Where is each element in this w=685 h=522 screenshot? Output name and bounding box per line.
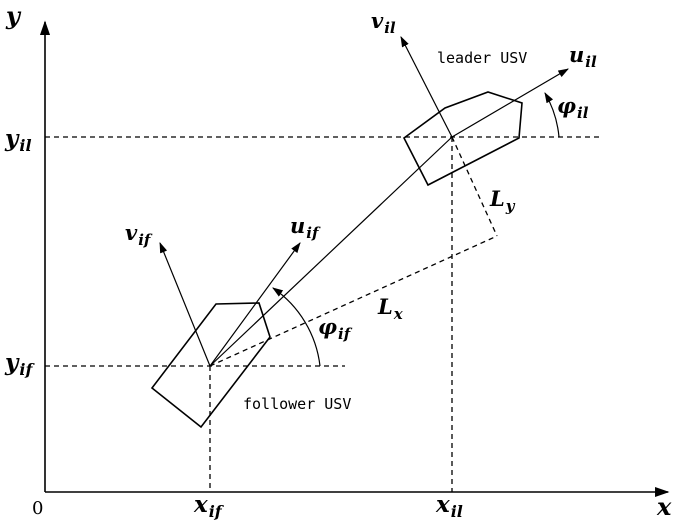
x-axis-label: x: [656, 492, 672, 521]
y-axis-label: y: [5, 1, 22, 30]
follower-to-leader-line: [209, 136, 453, 367]
leader-u-label: uil: [569, 42, 597, 71]
leader-heading-arc: [544, 92, 560, 138]
y-leader-tick-label: yil: [4, 125, 32, 155]
leader-usv-label: leader USV: [437, 49, 527, 67]
follower-v-label: vif: [125, 220, 153, 249]
ly-projection-line: [451, 136, 498, 237]
follower-angle-arc: [272, 287, 321, 367]
lx-label: Lx: [377, 294, 404, 323]
leader-v-vector: [400, 36, 453, 138]
follower-v-vector: [159, 241, 211, 367]
lx-projection-line: [209, 235, 498, 367]
x-follower-tick-label: xif: [193, 491, 225, 521]
leader-v-label: vil: [371, 8, 396, 37]
follower-u-vector: [209, 242, 301, 367]
follower-usv-hull: [150, 302, 271, 429]
ly-label: Ly: [489, 186, 516, 215]
origin-label: 0: [32, 498, 43, 519]
y-follower-tick-label: yif: [4, 349, 35, 379]
leader-u-vector: [451, 68, 569, 138]
follower-angle-label: φif: [318, 314, 353, 343]
follower-u-label: uif: [290, 213, 321, 242]
x-leader-tick-label: xil: [435, 491, 463, 521]
leader-heading-label: φil: [557, 93, 589, 122]
leader-usv-hull: [402, 91, 523, 187]
follower-usv-label: follower USV: [243, 395, 351, 413]
